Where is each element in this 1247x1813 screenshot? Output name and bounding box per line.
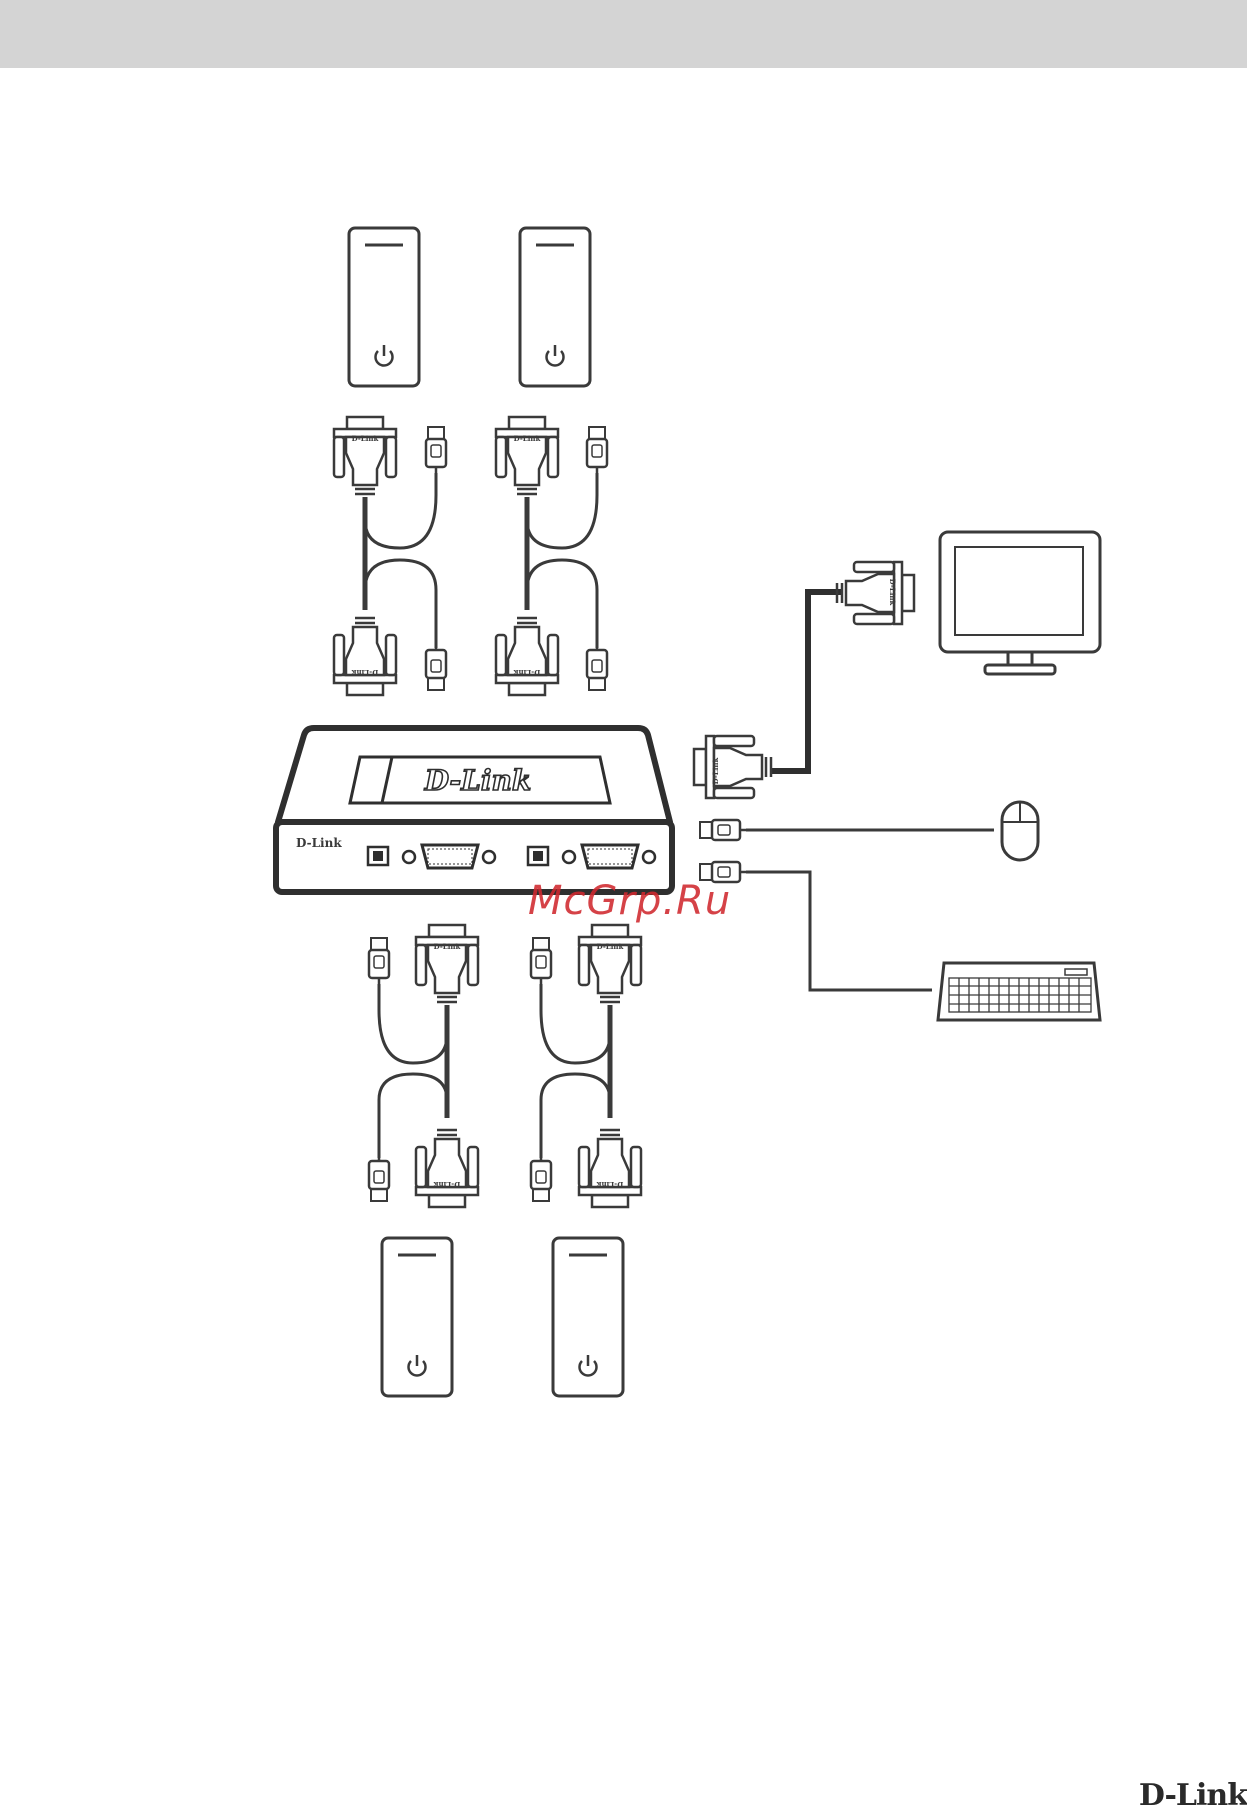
mouse [1002, 802, 1038, 860]
cable-connector-label: D-Link [434, 942, 461, 951]
kvm-switch: D-Link D-Link [276, 728, 672, 892]
monitor-cable [694, 562, 914, 798]
computer-2 [520, 228, 590, 386]
cable-connector-label: D-Link [597, 942, 624, 951]
keyboard-cable [700, 862, 932, 990]
kvm-cable-3 [369, 925, 478, 1207]
switch-front-label: D-Link [296, 836, 342, 850]
kvm-cable-4 [531, 925, 641, 1207]
cable-connector-label: D-Link [888, 579, 897, 606]
watermark-text: McGrp.Ru [528, 878, 731, 924]
cable-connector-label: D-Link [352, 434, 379, 443]
monitor [940, 532, 1100, 674]
kvm-cable-2 [496, 417, 607, 695]
computer-1 [349, 228, 419, 386]
cable-connector-label: D-Link [711, 758, 720, 785]
cable-connector-label: D-Link [434, 1180, 461, 1189]
cable-connector-label: D-Link [352, 668, 379, 677]
switch-top-logo: D-Link [424, 764, 532, 797]
mouse-cable [700, 820, 994, 840]
cable-connector-label: D-Link [597, 1180, 624, 1189]
footer-logo: D-Link [1139, 1778, 1247, 1813]
kvm-cable-1 [334, 417, 446, 695]
cable-connector-label: D-Link [514, 434, 541, 443]
computer-3 [382, 1238, 452, 1396]
computer-4 [553, 1238, 623, 1396]
cable-connector-label: D-Link [514, 668, 541, 677]
keyboard [938, 963, 1100, 1020]
